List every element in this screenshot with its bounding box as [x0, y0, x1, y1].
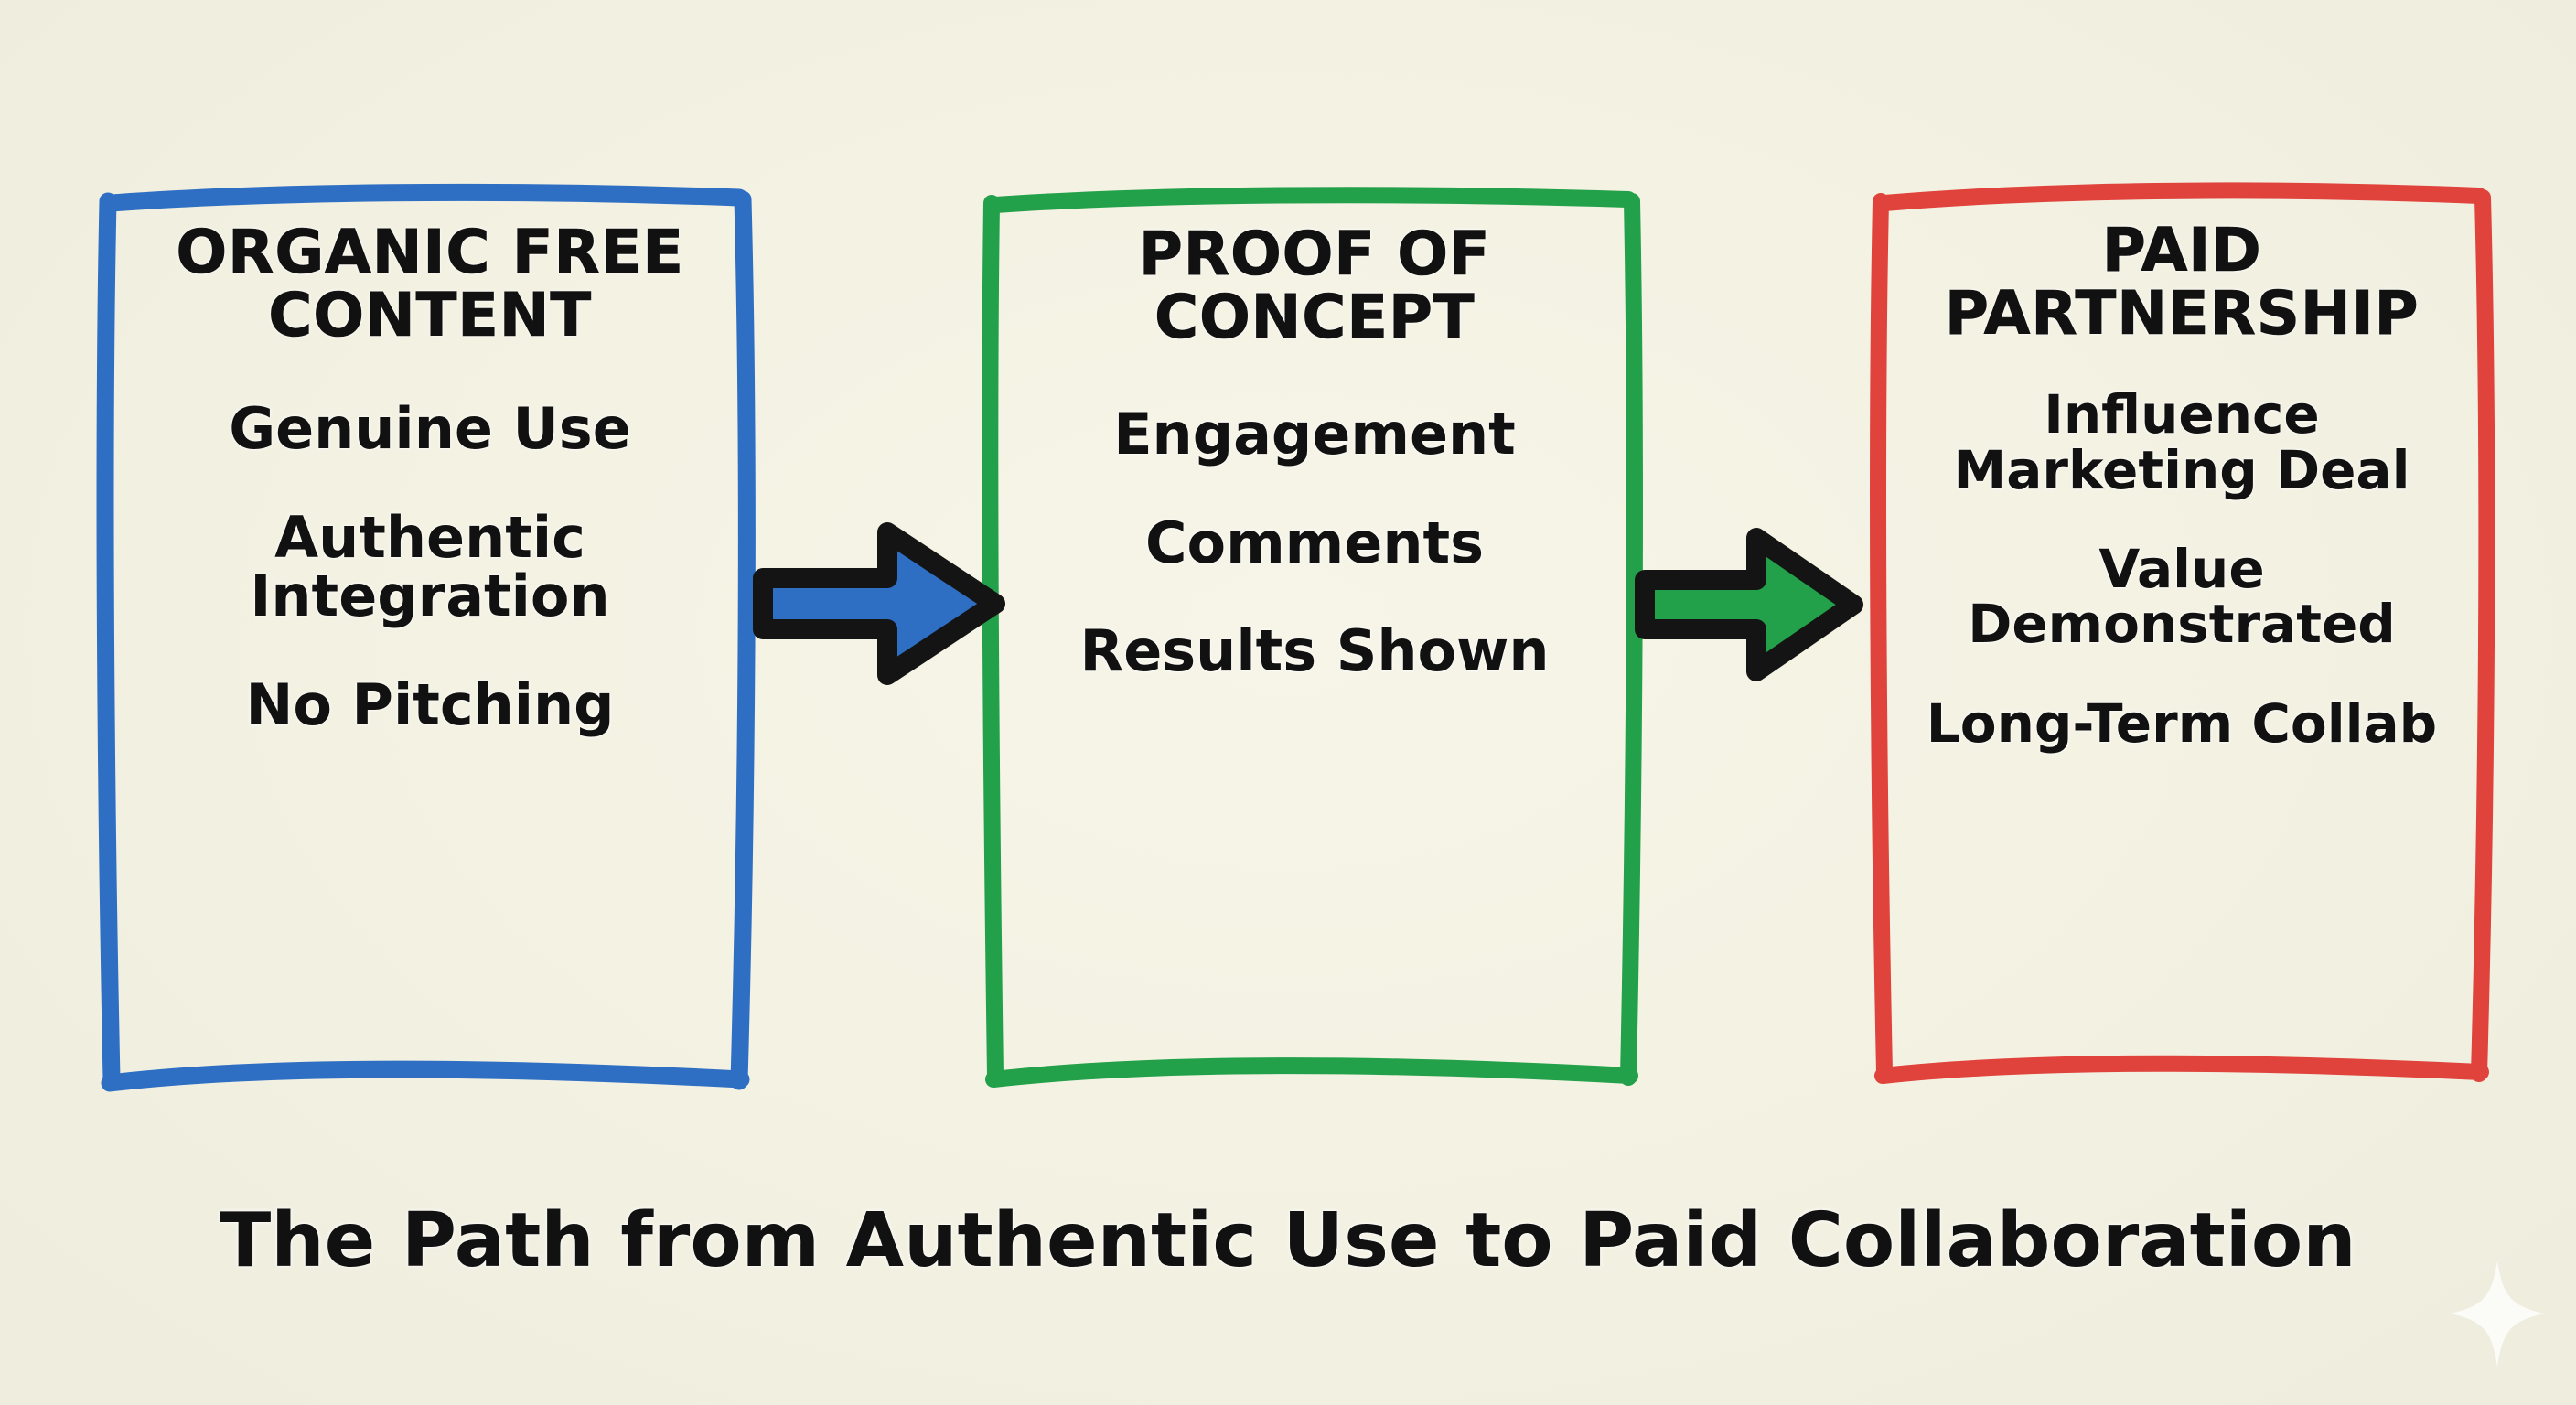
stage-item: Engagement — [1113, 401, 1516, 468]
stage-item-list: Genuine Use Authentic Integration No Pit… — [123, 395, 737, 738]
stage-card-proof-of-concept: PROOF OF CONCEPT Engagement Comments Res… — [982, 187, 1647, 1092]
stage-item: Influence Marketing Deal — [1953, 383, 2410, 501]
stage-title: PROOF OF CONCEPT — [1138, 219, 1491, 352]
sparkle-icon — [2448, 1259, 2547, 1368]
stage-item: Genuine Use — [229, 395, 631, 463]
stage-item: Comments — [1144, 509, 1485, 576]
right-arrow-icon-blue — [750, 512, 1008, 695]
stage-item-list: Engagement Comments Results Shown — [1006, 401, 1623, 685]
stage-item-list: Influence Marketing Deal Value Demonstra… — [1884, 387, 2479, 751]
stage-title: ORGANIC FREE CONTENT — [176, 217, 684, 350]
stage-item: Results Shown — [1079, 617, 1550, 685]
stage-item: No Pitching — [245, 670, 615, 738]
stage-title: PAID PARTNERSHIP — [1944, 215, 2420, 349]
right-arrow-icon-green — [1634, 520, 1864, 690]
diagram-caption: The Path from Authentic Use to Paid Coll… — [220, 1197, 2356, 1284]
stage-card-paid-partnership: PAID PARTNERSHIP Influence Marketing Dea… — [1870, 182, 2496, 1089]
stage-card-organic-free-content: ORGANIC FREE CONTENT Genuine Use Authent… — [96, 183, 761, 1098]
stage-item: Value Demonstrated — [1968, 537, 2396, 656]
stage-item: Long-Term Collab — [1926, 692, 2438, 755]
stage-item: Authentic Integration — [250, 503, 610, 630]
